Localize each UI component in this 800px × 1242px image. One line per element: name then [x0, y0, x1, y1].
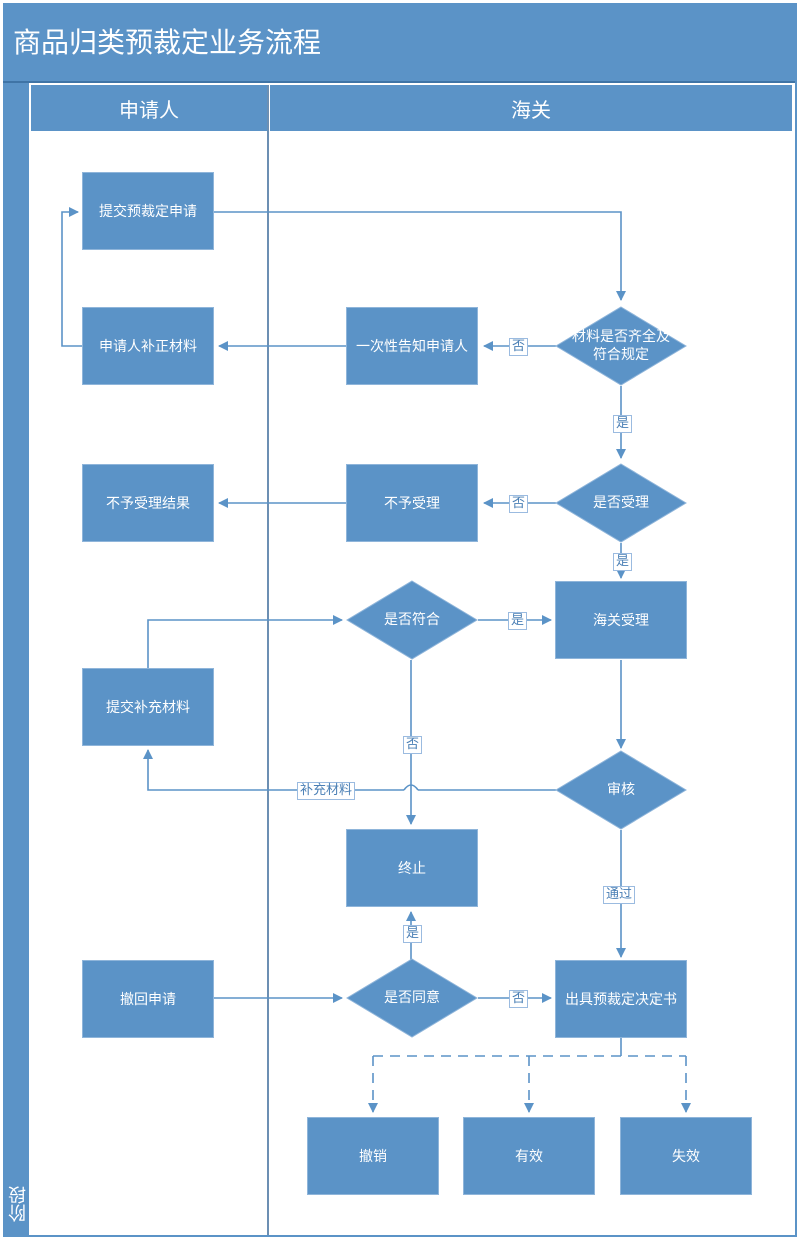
node-valid: 有效	[463, 1117, 595, 1195]
node-notify-applicant: 一次性告知申请人	[346, 307, 478, 385]
node-submit-application: 提交预裁定申请	[82, 172, 214, 250]
node-issue-decision: 出具预裁定决定书	[555, 960, 687, 1038]
label-agree-no: 否	[509, 990, 529, 1008]
node-supplement-materials: 申请人补正材料	[82, 307, 214, 385]
decision-accept-text: 是否受理	[593, 495, 649, 511]
lane-header-applicant: 申请人	[31, 85, 267, 131]
label-comply-no: 否	[403, 736, 423, 754]
decision-accept: 是否受理	[555, 463, 687, 543]
lane-header-customs: 海关	[270, 85, 792, 131]
label-materials-yes: 是	[613, 415, 633, 433]
line-jump-arc	[403, 784, 419, 791]
node-terminate: 终止	[346, 829, 478, 907]
decision-agree: 是否同意	[346, 958, 478, 1038]
label-supplement-materials: 补充材料	[297, 782, 356, 800]
diagram-title: 商品归类预裁定业务流程	[13, 26, 322, 59]
node-withdraw-application: 撤回申请	[82, 960, 214, 1038]
label-materials-no: 否	[509, 338, 529, 356]
node-reject: 不予受理	[346, 464, 478, 542]
node-invalid: 失效	[620, 1117, 752, 1195]
edge-submit-to-check	[214, 211, 626, 301]
label-review-pass: 通过	[603, 886, 636, 904]
label-agree-yes: 是	[403, 925, 423, 943]
node-rejection-result: 不予受理结果	[82, 464, 214, 542]
decision-review-text: 审核	[607, 782, 635, 798]
node-customs-accept: 海关受理	[555, 581, 687, 659]
decision-materials-complete-text: 材料是否齐全及符合规定	[572, 329, 670, 363]
edge-supplement-to-submit	[61, 207, 82, 347]
decision-materials-complete: 材料是否齐全及符合规定	[555, 306, 687, 386]
node-submit-supplementary: 提交补充材料	[82, 668, 214, 746]
decision-comply-text: 是否符合	[384, 612, 440, 628]
phase-strip	[3, 83, 29, 1235]
decision-comply: 是否符合	[346, 580, 478, 660]
decision-review: 审核	[555, 750, 687, 830]
title-bar: 商品归类预裁定业务流程	[3, 3, 795, 83]
lane-divider	[267, 85, 269, 1235]
node-revoke: 撤销	[307, 1117, 439, 1195]
label-accept-yes: 是	[613, 553, 633, 571]
label-comply-yes: 是	[508, 612, 528, 630]
decision-agree-text: 是否同意	[384, 990, 440, 1006]
edge-supplement-submit-to-comply	[147, 615, 343, 668]
label-accept-no: 否	[509, 495, 529, 513]
